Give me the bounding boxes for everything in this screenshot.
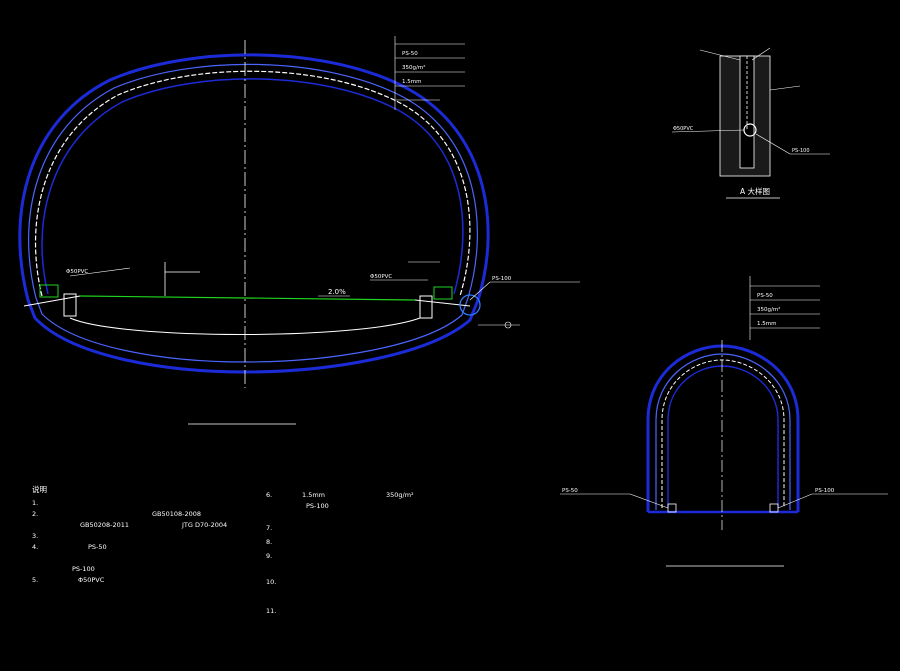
layer-text-2: 350g/m² xyxy=(402,64,425,71)
note-right-9: 11. xyxy=(266,607,277,615)
road-slope-line xyxy=(79,295,416,301)
layer-callout-small: PS-50 350g/m² 1.5mm xyxy=(749,276,820,340)
small-waterproof-layer xyxy=(661,359,785,508)
small-right-leader xyxy=(777,493,813,509)
note-right-8: 10. xyxy=(266,578,277,586)
inner-lining xyxy=(41,78,464,295)
small-left-leader xyxy=(629,493,669,509)
layer-callout-top: PS-50 350g/m² 1.5mm xyxy=(394,36,465,110)
small-inner-lining xyxy=(667,365,779,508)
small-layer-text-2: 350g/m² xyxy=(757,306,780,313)
small-tunnel-section: PS-50 PS-100 xyxy=(560,340,888,567)
note-right-4: PS-100 xyxy=(306,502,329,510)
note-right-7: 9. xyxy=(266,552,273,560)
note-left-9: PS-100 xyxy=(72,565,95,573)
note-left-5: JTG D70-2004 xyxy=(182,521,228,529)
right-side-drain xyxy=(419,295,433,319)
ps100-callout: PS-100 xyxy=(492,276,512,282)
detail-a: Φ50PVC PS-100 A 大样图 xyxy=(671,47,830,199)
small-outer-lining xyxy=(646,344,800,512)
small-layer-text-3: 1.5mm xyxy=(757,321,776,327)
right-cable-trough xyxy=(433,286,453,300)
note-left-7: 4. xyxy=(32,543,39,551)
note-left-10: 5. xyxy=(32,576,39,584)
detail-a-pipe-callout: Φ50PVC xyxy=(673,126,694,132)
note-right-2: 1.5mm xyxy=(302,491,326,499)
road-base-line xyxy=(23,295,81,307)
left-side-drain xyxy=(63,293,77,317)
detail-a-title: A 大样图 xyxy=(740,186,770,196)
detail-a-leader-3 xyxy=(671,129,745,133)
notes-left-column: 1. 2. GB50108-2008 GB50208-2011 JTG D70-… xyxy=(32,498,227,619)
note-left-3: GB50108-2008 xyxy=(152,510,202,518)
note-right-1: 6. xyxy=(266,491,273,499)
layer-text-3: 1.5mm xyxy=(402,79,421,85)
notes-heading: 说明 xyxy=(32,485,47,494)
note-left-2: 2. xyxy=(32,510,39,518)
left-pipe-leader xyxy=(69,267,131,277)
small-layer-text-1: PS-50 xyxy=(757,293,773,299)
small-outer-lining-inner xyxy=(655,353,791,510)
detail-a-leader-4 xyxy=(755,133,791,155)
note-left-11: Φ50PVC xyxy=(78,576,105,584)
left-pipe-callout: Φ50PVC xyxy=(66,269,88,275)
detail-a-callout-ring xyxy=(459,294,481,316)
detail-a-leader-1 xyxy=(699,49,741,61)
detail-a-leader-2 xyxy=(751,47,771,61)
detail-a-ps-callout: PS-100 xyxy=(792,148,810,154)
waterproof-layer xyxy=(34,70,471,297)
left-cable-trough xyxy=(39,284,59,298)
note-right-5: 7. xyxy=(266,524,273,532)
note-left-4: GB50208-2011 xyxy=(80,521,130,529)
small-right-callout: PS-100 xyxy=(815,488,835,494)
right-pipe-callout: Φ50PVC xyxy=(370,274,392,280)
note-right-6: 8. xyxy=(266,538,273,546)
note-left-8: PS-50 xyxy=(88,543,107,551)
note-left-6: 3. xyxy=(32,532,39,540)
layer-text-1: PS-50 xyxy=(402,51,418,57)
outer-lining-inner xyxy=(28,63,478,363)
note-left-1: 1. xyxy=(32,499,39,507)
small-left-callout: PS-50 xyxy=(562,488,578,494)
notes-right-column: 6. 1.5mm 350g/m² PS-100 7. 8. 9. 10. 11. xyxy=(266,490,414,615)
main-tunnel-section: 2.0% Φ50PVC Φ50PVC PS-100 xyxy=(18,40,580,425)
invert-arch xyxy=(69,317,421,335)
outer-lining xyxy=(18,53,490,374)
ps100-leader xyxy=(469,281,491,301)
detail-a-leader-6 xyxy=(769,85,801,91)
note-right-3: 350g/m² xyxy=(386,491,414,499)
pipe-marker-icon xyxy=(504,321,512,329)
road-base-right xyxy=(414,299,471,307)
slope-label: 2.0% xyxy=(328,288,346,296)
